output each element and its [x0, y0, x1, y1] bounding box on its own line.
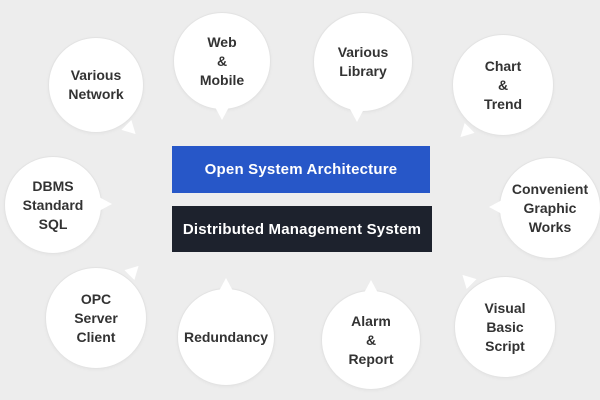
bubble-web-mobile: Web & Mobile	[173, 12, 271, 120]
bubble-label: DBMS Standard SQL	[22, 177, 84, 232]
bubble-tail	[215, 107, 229, 120]
bubble-label: Visual Basic Script	[484, 299, 526, 354]
bubble-tail	[364, 280, 378, 293]
bubble-convenient-graphic-works: Convenient Graphic Works	[489, 157, 600, 259]
bubble-tail	[219, 278, 233, 291]
bubble-various-library: Various Library	[313, 12, 413, 122]
bubble-tail	[350, 109, 365, 122]
distributed-management-system-box: Distributed Management System	[172, 206, 432, 252]
bubble-tail	[455, 122, 475, 143]
bubble-redundancy: Redundancy	[177, 278, 275, 386]
bubble-tail	[124, 260, 144, 281]
bubble-tail	[99, 197, 112, 211]
bubble-chart-trend: Chart & Trend	[452, 34, 554, 143]
distributed-management-system-label: Distributed Management System	[182, 220, 422, 238]
bubble-label: Various Network	[68, 67, 124, 102]
bubble-label: Alarm & Report	[348, 312, 394, 367]
bubble-label: Convenient Graphic Works	[511, 180, 589, 235]
bubble-label: OPC Server Client	[74, 290, 118, 345]
bubble-tail	[489, 200, 502, 214]
open-system-architecture-label: Open System Architecture	[204, 161, 398, 178]
bubble-label: Various Library	[337, 44, 389, 79]
bubble-opc-server-client: OPC Server Client	[45, 260, 147, 369]
bubble-dbms-standard-sql: DBMS Standard SQL	[4, 156, 112, 254]
bubble-visual-basic-script: Visual Basic Script	[454, 269, 556, 378]
bubble-various-network: Various Network	[48, 37, 144, 140]
bubble-label: Chart & Trend	[483, 57, 523, 112]
bubble-tail	[121, 119, 141, 140]
bubble-alarm-report: Alarm & Report	[321, 280, 421, 390]
bubble-label: Web & Mobile	[199, 33, 245, 88]
bubble-label: Redundancy	[183, 328, 268, 345]
open-system-architecture-box: Open System Architecture	[172, 146, 430, 193]
bubble-tail	[457, 269, 477, 290]
